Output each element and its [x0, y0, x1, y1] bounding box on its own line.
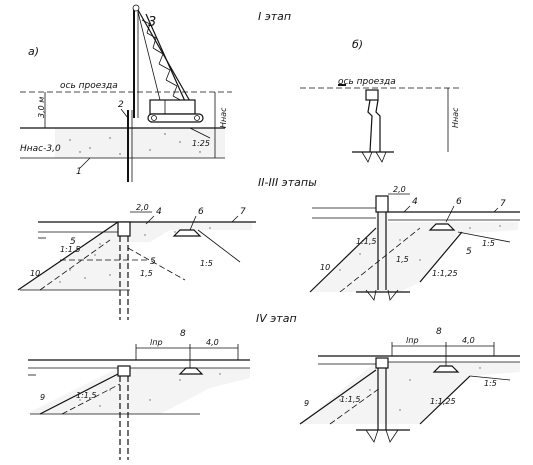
label-7-left: 7 [240, 207, 246, 217]
slope-1-5-right: 1:5 [482, 239, 495, 248]
stage1-title: I этап [258, 10, 291, 23]
column-head-b [365, 89, 379, 101]
label-3: 3 [148, 15, 156, 30]
soil-dots-23-left [59, 227, 211, 283]
item8-right [432, 365, 460, 373]
label-7-right: 7 [500, 199, 506, 209]
label-5-left-a: 5 [70, 237, 76, 247]
crane-cable [137, 11, 161, 101]
pile-cap-4-left [117, 365, 131, 377]
embankment-slope-4-left [39, 373, 119, 415]
label-10-right: 10 [320, 263, 330, 272]
label-6-right: 6 [456, 197, 462, 207]
soil-dots-a [69, 133, 201, 155]
crane-top-pulley [132, 4, 140, 12]
label-5-right: 5 [466, 247, 472, 257]
soil-dots-4-left [79, 373, 221, 407]
item8-left [178, 367, 204, 375]
slope4-right-b: 1:1,25 [430, 397, 456, 406]
slope-1-5-left: 1:5 [200, 259, 213, 268]
label-5-left-b: 5 [150, 257, 156, 267]
stage4-title: IV этап [256, 312, 297, 325]
slope-1-15-left: 1:1,5 [60, 245, 81, 254]
label-9-left: 9 [40, 393, 45, 402]
panel-a-label: а) [28, 45, 39, 58]
dim-2-0-left: 2,0 [136, 203, 149, 212]
label-2: 2 [118, 100, 124, 110]
stage1-panel-b: ось проезда Hнас [300, 77, 462, 163]
soil-dots-23-right [339, 225, 501, 271]
dim-4-0-right: 4,0 [462, 336, 475, 345]
stage23-left: 2,0 6 4 7 5 5 1:1,5 1,5 1:5 10 [17, 203, 256, 320]
label-4-right: 4 [412, 197, 418, 207]
dim-3m-label: 3,0 м [37, 97, 46, 118]
label-6-left: 6 [198, 207, 204, 217]
stage23-right: 2,0 6 4 7 5 1:1,5 1,5 1:1,25 1:5 10 [309, 185, 520, 301]
pile-cap-23-left [117, 221, 131, 237]
label-8-left: 8 [180, 329, 186, 339]
slope-1-25-right: 1:1,25 [432, 269, 458, 278]
foundation-23-right [365, 289, 399, 301]
label-4-left: 4 [156, 207, 162, 217]
slope-15-left: 1,5 [140, 269, 153, 278]
item6-left [172, 229, 202, 237]
slope4-right-c: 1:5 [484, 379, 497, 388]
crane-cab [149, 99, 196, 115]
slope4-left: 1:1,5 [76, 391, 97, 400]
column-shaft-b [367, 99, 381, 153]
slope-15-right: 1,5 [396, 255, 409, 264]
stage23-title: II-III этапы [258, 176, 317, 189]
foundation-4-right [365, 429, 399, 443]
slope-label-a: 1:25 [192, 139, 210, 148]
label-9-right: 9 [304, 399, 309, 408]
dim-4-0-left: 4,0 [206, 338, 219, 347]
l-pr-right: lпр [406, 336, 419, 345]
soil-dots-4-right [339, 367, 481, 411]
crane-tracks [147, 113, 204, 123]
embankment-slope-4-right [299, 369, 377, 425]
road-axis-label-b: ось проезда [338, 77, 396, 87]
slope4-right-a: 1:1,5 [340, 395, 361, 404]
foundation-b [361, 151, 387, 163]
dim-hnas-a-label: Hнас [219, 107, 228, 128]
panel-b-label: б) [352, 38, 363, 51]
dim-hnas-b-label: Hнас [451, 107, 460, 128]
dim-2-0-right: 2,0 [393, 185, 406, 194]
label-1: 1 [76, 167, 82, 177]
column-head-23-right [375, 195, 389, 213]
embankment-slope-23-right [309, 227, 377, 293]
stage1-panel-a: ось проезда Hнас-3,0 3,0 м Hнас [20, 4, 232, 182]
l-pr-left: lпр [150, 338, 163, 347]
crane-boom-lattice [141, 19, 185, 103]
label-10-left: 10 [30, 269, 40, 278]
stage4-right: lпр 4,0 8 9 1:1,5 1:1,25 1:5 [299, 327, 520, 443]
slope-1-15-right: 1:1,5 [356, 237, 377, 246]
soil-layer-a [55, 128, 225, 158]
column-head-4-right [375, 357, 389, 369]
embankment-slope-23-left [17, 221, 119, 291]
stage4-left: lпр 4,0 8 9 1:1,5 [26, 329, 250, 460]
road-axis-label-a: ось проезда [60, 81, 118, 91]
label-8-right: 8 [436, 327, 442, 337]
level-label-a: Hнас-3,0 [20, 144, 61, 154]
item6-right [428, 223, 456, 231]
